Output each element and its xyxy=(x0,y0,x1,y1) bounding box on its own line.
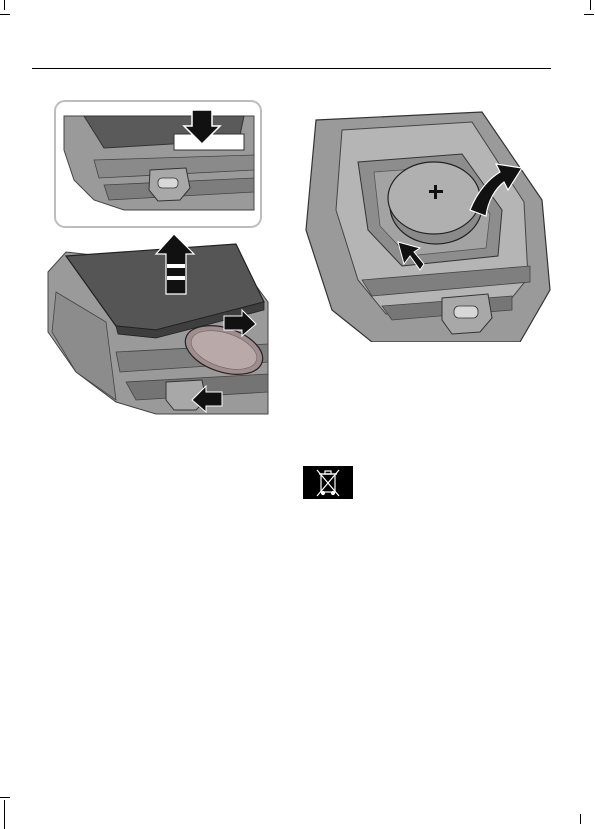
crop-mark-top-right-v xyxy=(590,0,591,10)
crop-mark-bottom-left-h xyxy=(0,797,10,798)
plus-icon xyxy=(429,185,443,199)
key-fob-battery-removal-illustration xyxy=(302,110,552,342)
header-rule xyxy=(32,68,551,69)
right-arrow-icon xyxy=(223,308,257,338)
key-fob-lift-cover-illustration xyxy=(46,232,272,416)
crop-mark-bottom-left-v xyxy=(4,800,5,829)
down-arrow-icon xyxy=(182,109,222,146)
crop-mark-top-left-v xyxy=(4,0,5,10)
curved-arrow-icon xyxy=(469,163,523,217)
crossed-out-wheelie-bin-icon xyxy=(303,466,353,499)
left-arrow-icon xyxy=(191,384,223,414)
crop-mark-top-left-h xyxy=(0,14,10,15)
key-fob-release-illustration xyxy=(54,100,262,228)
crop-mark-bottom-right-v xyxy=(580,814,581,824)
up-arrow-icon xyxy=(154,233,196,295)
crop-mark-top-right-h xyxy=(584,14,594,15)
push-arrow-icon xyxy=(397,241,425,271)
